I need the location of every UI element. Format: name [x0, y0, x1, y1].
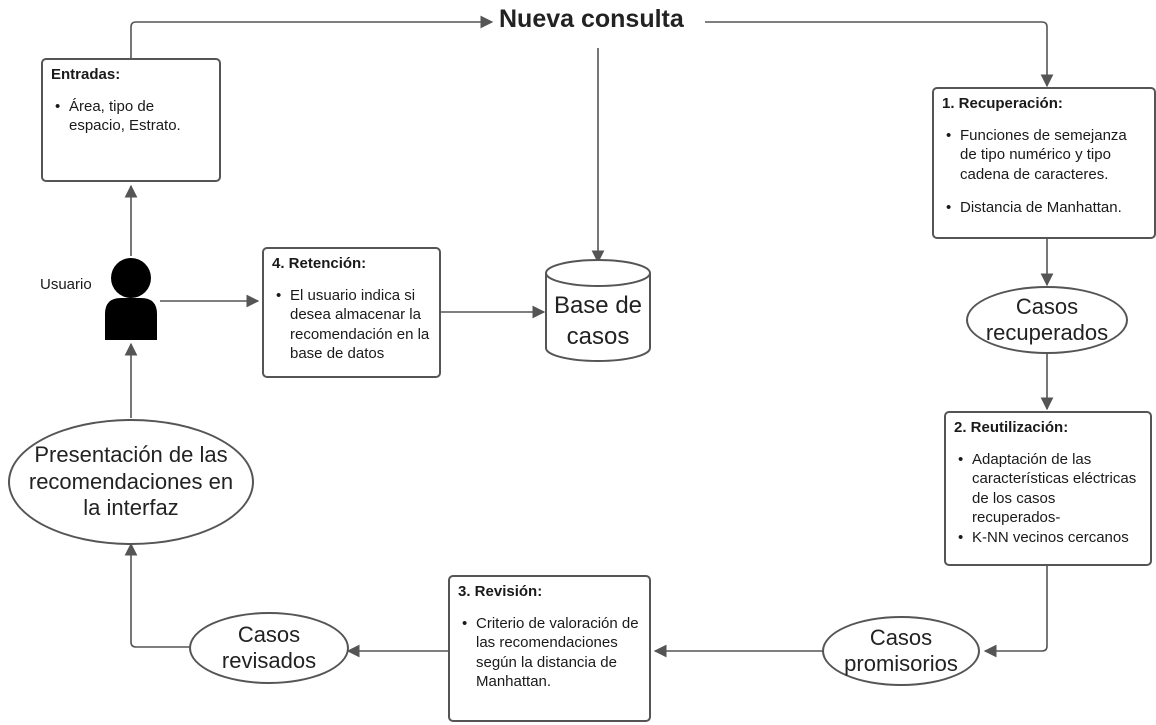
recuperacion-list: Funciones de semejanza de tipo numérico … — [942, 126, 1146, 218]
revision-heading: 3. Revisión: — [458, 583, 543, 600]
revision-box: 3. Revisión: Criterio de valoración de l… — [448, 575, 651, 722]
reutilizacion-item-1: Adaptación de las características eléctr… — [958, 450, 1142, 528]
retencion-box: 4. Retención: El usuario indica si desea… — [262, 247, 441, 378]
reutilizacion-item-2: K-NN vecinos cercanos — [958, 528, 1142, 548]
reutilizacion-heading: 2. Reutilización: — [954, 419, 1069, 436]
database-icon — [545, 259, 651, 362]
revision-list: Criterio de valoración de las recomendac… — [458, 614, 641, 692]
entradas-item: Área, tipo de espacio, Estrato. — [55, 97, 211, 136]
entradas-box: Entradas: Área, tipo de espacio, Estrato… — [41, 58, 221, 182]
arrow-entradas-to-consulta — [130, 15, 494, 59]
revision-item: Criterio de valoración de las recomendac… — [462, 614, 641, 692]
recuperacion-item-1: Funciones de semejanza de tipo numérico … — [946, 126, 1146, 185]
reutilizacion-list: Adaptación de las características eléctr… — [954, 450, 1142, 548]
reutilizacion-box: 2. Reutilización: Adaptación de las cara… — [944, 411, 1152, 566]
arrow-consulta-to-recuperacion — [705, 21, 1054, 88]
casos-promisorios-node: Casos promisorios — [822, 616, 980, 686]
retencion-heading: 4. Retención: — [272, 255, 367, 272]
presentacion-node: Presentación de las recomendaciones en l… — [8, 419, 254, 545]
base-casos-label: Base de casos — [553, 292, 643, 351]
casos-recuperados-node: Casos recuperados — [966, 286, 1128, 354]
recuperacion-heading: 1. Recuperación: — [942, 95, 1063, 112]
usuario-label: Usuario — [40, 276, 92, 293]
recuperacion-box: 1. Recuperación: Funciones de semejanza … — [932, 87, 1156, 239]
recuperacion-item-2: Distancia de Manhattan. — [946, 198, 1146, 218]
casos-revisados-node: Casos revisados — [189, 612, 349, 684]
retencion-item: El usuario indica si desea almacenar la … — [276, 286, 431, 364]
diagram-title: Nueva consulta — [496, 5, 687, 34]
user-icon — [105, 258, 157, 340]
arrow-revisados-to-presentacion — [124, 542, 190, 648]
entradas-heading: Entradas: — [51, 66, 121, 83]
arrow-reutilizacion-to-promisorios — [983, 565, 1048, 658]
retencion-list: El usuario indica si desea almacenar la … — [272, 286, 431, 364]
entradas-list: Área, tipo de espacio, Estrato. — [51, 97, 211, 136]
